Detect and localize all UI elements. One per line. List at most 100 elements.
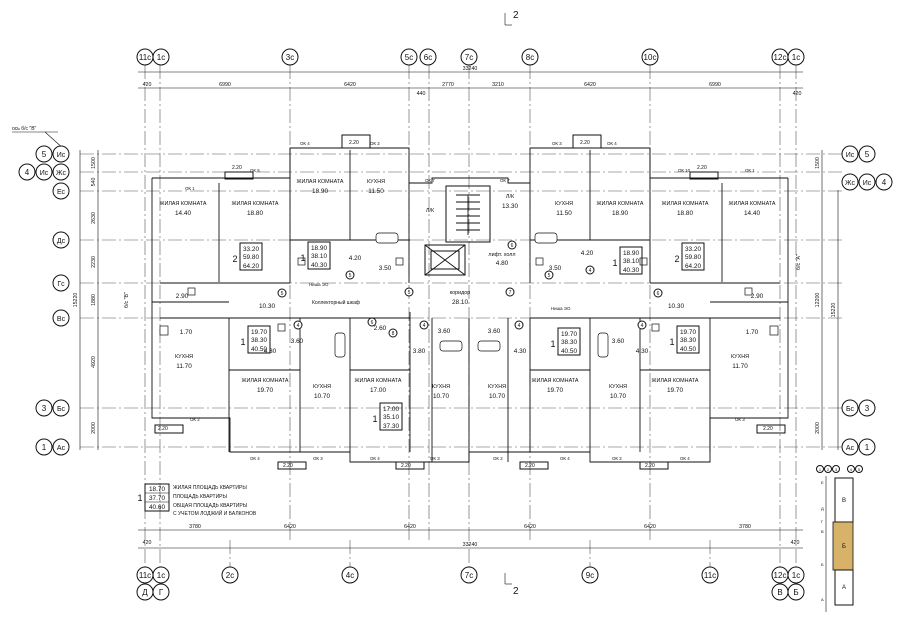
svg-text:37.30: 37.30	[383, 423, 399, 430]
svg-text:10.30: 10.30	[668, 303, 684, 310]
svg-text:10c: 10c	[644, 53, 657, 62]
svg-text:КУХНЯ: КУХНЯ	[367, 179, 385, 185]
svg-text:11c: 11c	[139, 53, 151, 62]
svg-text:КУХНЯ: КУХНЯ	[731, 354, 749, 360]
svg-text:Б: Б	[842, 544, 846, 550]
svg-text:2: 2	[513, 10, 519, 21]
svg-text:18.90: 18.90	[612, 210, 628, 217]
svg-text:1: 1	[372, 414, 377, 424]
svg-text:3c: 3c	[286, 53, 294, 62]
svg-text:1c: 1c	[792, 53, 800, 62]
svg-text:12c: 12c	[774, 571, 787, 580]
svg-text:ЖИЛАЯ КОМНАТА: ЖИЛАЯ КОМНАТА	[652, 378, 699, 384]
svg-text:ОК 4: ОК 4	[607, 141, 617, 146]
svg-text:11.50: 11.50	[368, 188, 384, 195]
svg-text:28.10: 28.10	[452, 299, 468, 306]
section-mark-top: 2	[504, 10, 519, 26]
svg-text:9c: 9c	[586, 571, 594, 580]
svg-text:Б: Б	[821, 562, 824, 567]
svg-text:Жс: Жс	[845, 180, 855, 187]
svg-text:4920: 4920	[91, 356, 97, 368]
svg-text:ОК 10: ОК 10	[678, 168, 691, 173]
apartment-box-2: 18.90 38.10 40.30 1	[300, 241, 331, 270]
svg-text:10.70: 10.70	[610, 393, 626, 400]
svg-text:12200: 12200	[815, 293, 821, 308]
svg-text:19.70: 19.70	[667, 387, 683, 394]
right-dimensions: 1500 12200 15220 2000 б/с "А"	[796, 150, 839, 450]
svg-text:2000: 2000	[91, 422, 97, 434]
svg-text:19.70: 19.70	[257, 387, 273, 394]
svg-text:40.50: 40.50	[561, 348, 577, 355]
apartment-box-3: 18.90 38.10 40.30 1	[612, 246, 643, 275]
svg-text:1: 1	[550, 339, 555, 349]
svg-text:2630: 2630	[91, 212, 97, 224]
svg-text:3.60: 3.60	[488, 328, 501, 335]
svg-text:1: 1	[240, 337, 245, 347]
svg-text:33240: 33240	[463, 542, 478, 548]
svg-text:ОК 3: ОК 3	[313, 456, 323, 461]
svg-text:ОБЩАЯ ПЛОЩАДЬ КВАРТИРЫ: ОБЩАЯ ПЛОЩАДЬ КВАРТИРЫ	[173, 503, 248, 509]
svg-text:Д: Д	[821, 506, 824, 511]
svg-text:6: 6	[511, 243, 514, 249]
svg-text:6: 6	[371, 320, 374, 326]
svg-text:10.70: 10.70	[489, 393, 505, 400]
svg-text:59.80: 59.80	[685, 254, 701, 261]
svg-text:6420: 6420	[524, 524, 536, 530]
svg-text:1c: 1c	[157, 571, 165, 580]
svg-text:37.70: 37.70	[149, 495, 165, 502]
svg-text:КУХНЯ: КУХНЯ	[488, 384, 506, 390]
svg-text:4c: 4c	[346, 571, 354, 580]
svg-text:2.20: 2.20	[232, 165, 242, 171]
svg-text:Ис: Ис	[863, 180, 872, 187]
svg-text:2.20: 2.20	[645, 463, 655, 469]
svg-text:1500: 1500	[91, 157, 97, 169]
svg-text:18.90: 18.90	[311, 245, 327, 252]
svg-text:4: 4	[589, 268, 592, 274]
svg-text:3: 3	[835, 467, 838, 472]
svg-text:18.70: 18.70	[149, 486, 165, 493]
svg-text:19.70: 19.70	[680, 329, 696, 336]
apartment-box-5: 19.70 38.30 40.50 1	[240, 325, 271, 354]
bottom-dimensions: 420 3780 6420 6420 6420 6420 3780 420 33…	[138, 524, 803, 549]
svg-text:Ис: Ис	[846, 152, 855, 159]
svg-text:11.50: 11.50	[556, 210, 572, 217]
svg-text:1: 1	[819, 467, 822, 472]
svg-text:4: 4	[882, 178, 887, 187]
axis-bubbles-bottom: 11c 1c 2c 4c 7c 9c 11c 12c 1c Д Г В Б	[136, 566, 805, 601]
svg-text:5c: 5c	[405, 53, 413, 62]
svg-text:ЖИЛАЯ КОМНАТА: ЖИЛАЯ КОМНАТА	[355, 378, 402, 384]
svg-text:2.20: 2.20	[349, 140, 359, 146]
svg-text:18.90: 18.90	[312, 188, 328, 195]
axis-bubbles-top: 11c 1c 3c 5c 6c 7c 8c 10c 12c 1c	[136, 48, 805, 66]
svg-text:1: 1	[300, 253, 305, 263]
svg-text:ЖИЛАЯ КОМНАТА: ЖИЛАЯ КОМНАТА	[662, 201, 709, 207]
svg-text:2.60: 2.60	[374, 325, 387, 332]
axis-bubbles-right: Ис 5 Жс Ис 4 Бс 3 Ас 1	[841, 145, 893, 456]
svg-text:6420: 6420	[284, 524, 296, 530]
svg-text:Ас: Ас	[846, 445, 855, 452]
svg-text:40.30: 40.30	[311, 262, 327, 269]
svg-text:40.60: 40.60	[149, 504, 165, 511]
svg-text:4.30: 4.30	[636, 348, 649, 355]
svg-text:ОК 7: ОК 7	[500, 178, 510, 183]
svg-text:13.30: 13.30	[502, 203, 518, 210]
svg-text:2: 2	[674, 254, 679, 264]
rooms-south: 1.70 4.30 3.60 3.80 3.60 3.60 4.30 3.60 …	[175, 328, 759, 400]
svg-text:3.50: 3.50	[379, 265, 392, 272]
apartment-box-1: 33.20 59.80 64.20 2	[232, 242, 263, 271]
svg-text:8: 8	[392, 331, 395, 337]
svg-text:ОК 2: ОК 2	[190, 417, 200, 422]
svg-text:ЖИЛАЯ КОМНАТА: ЖИЛАЯ КОМНАТА	[597, 201, 644, 207]
svg-text:Ис: Ис	[40, 170, 49, 177]
svg-text:Д: Д	[142, 588, 148, 597]
apartment-box-4: 33.20 59.80 64.20 2	[674, 242, 705, 271]
svg-text:420: 420	[791, 540, 800, 546]
svg-text:КУХНЯ: КУХНЯ	[555, 201, 573, 207]
svg-text:1880: 1880	[91, 294, 97, 306]
svg-text:2: 2	[827, 467, 830, 472]
svg-text:40.50: 40.50	[251, 346, 267, 353]
building-walls	[151, 147, 789, 463]
svg-text:4: 4	[25, 168, 30, 177]
svg-text:1: 1	[669, 337, 674, 347]
svg-text:18.90: 18.90	[623, 250, 639, 257]
